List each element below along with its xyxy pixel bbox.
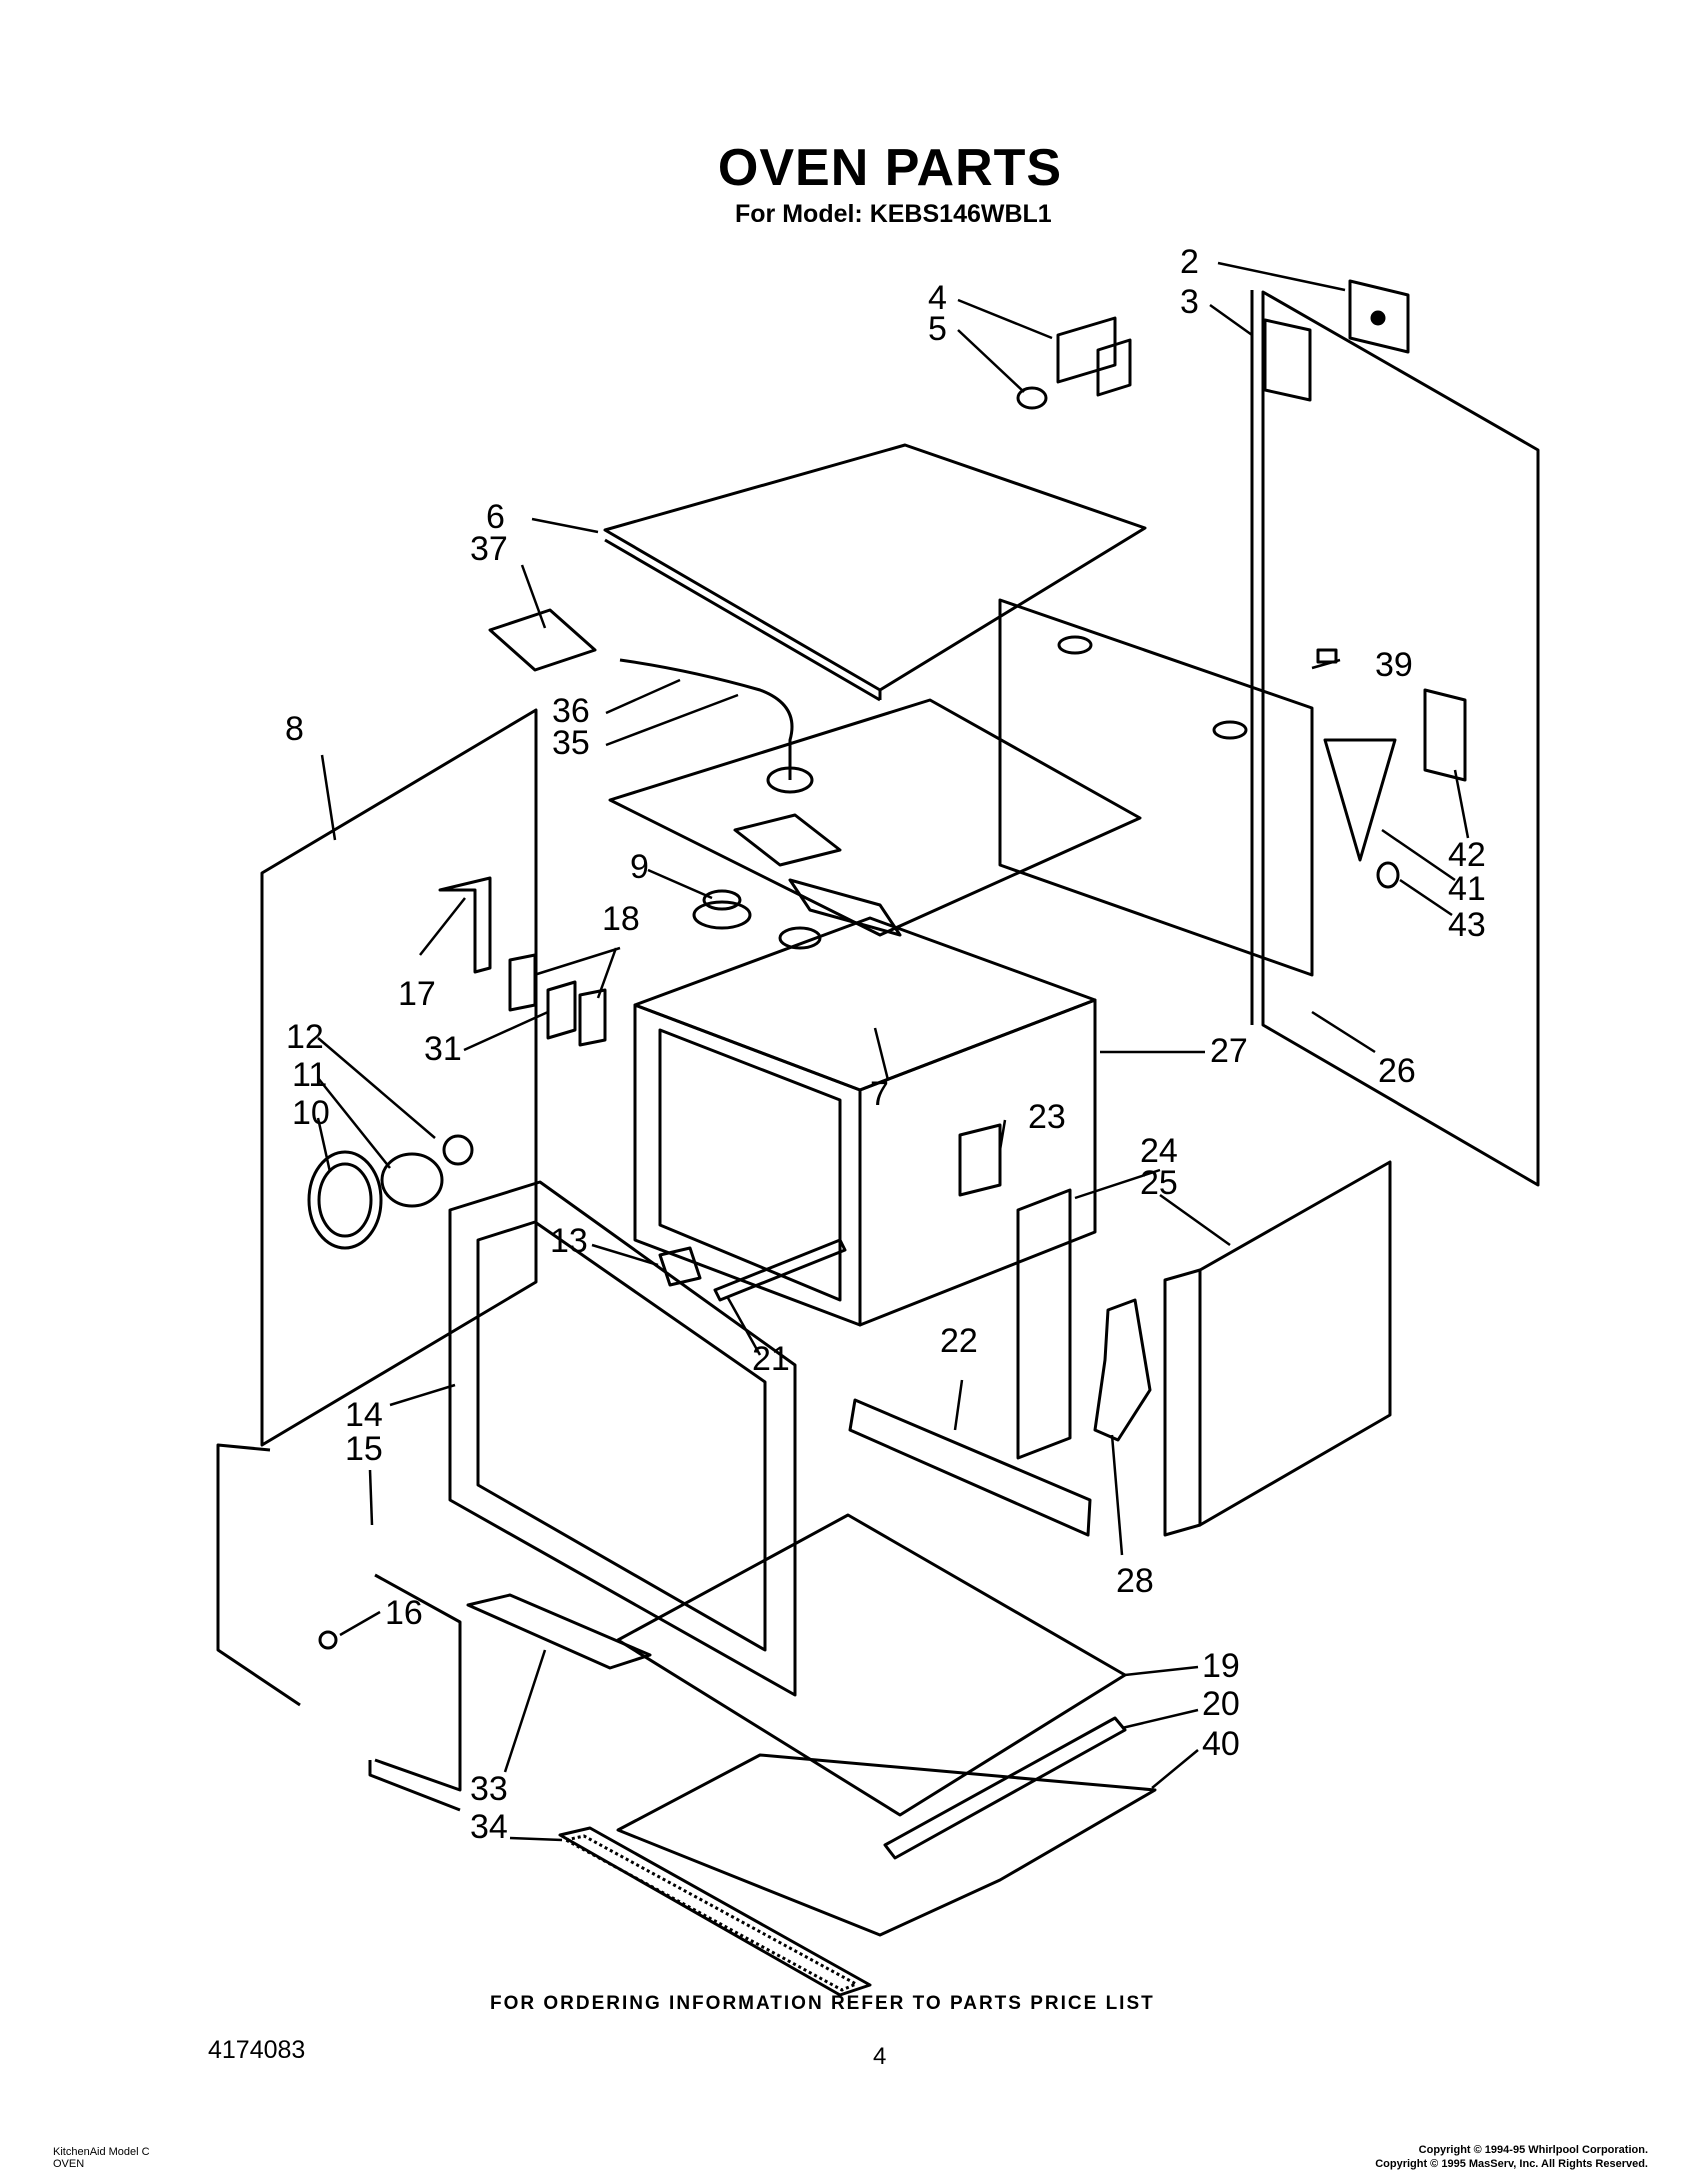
- part-18-bracket: [508, 953, 607, 1047]
- part-17-bracket: [438, 876, 492, 974]
- part-40-floor: [616, 1753, 1157, 1937]
- callout-6: 6: [486, 498, 505, 536]
- part-12-bulb: [442, 1134, 474, 1166]
- part-16-clip: [318, 1630, 338, 1650]
- side-duct-panel: [998, 598, 1314, 977]
- part-28-latch: [1093, 1298, 1152, 1442]
- part-11-lens: [380, 1152, 444, 1208]
- part-27-oven-cavity: [633, 916, 1097, 1327]
- callout-37: 37: [470, 530, 508, 568]
- part-9-sensor: [692, 889, 752, 930]
- callout-19: 19: [1202, 1647, 1240, 1685]
- part-34-vent-strip: [558, 1826, 872, 1997]
- callout-9: 9: [630, 848, 649, 886]
- page-number: 4: [873, 2043, 887, 2070]
- part-20-rail: [883, 1716, 1127, 1860]
- callout-21: 21: [752, 1340, 790, 1378]
- part-8-left-panel: [260, 708, 538, 1447]
- callout-22: 22: [940, 1322, 978, 1360]
- callout-40: 40: [1202, 1725, 1240, 1763]
- part-15-gasket: [216, 1443, 462, 1812]
- callout-23: 23: [1028, 1098, 1066, 1136]
- part-37-wire-bracket: [488, 608, 597, 672]
- part-35-36-tube: [619, 658, 814, 794]
- callout-13: 13: [550, 1222, 588, 1260]
- part-24-bracket: [1016, 1188, 1072, 1460]
- callout-12: 12: [286, 1018, 324, 1056]
- callout-17: 17: [398, 975, 436, 1013]
- callout-31: 31: [424, 1030, 462, 1068]
- callout-41: 41: [1448, 870, 1486, 908]
- part-25-side-shield: [1163, 1160, 1392, 1537]
- brand-line-2: OVEN: [53, 2158, 85, 2170]
- document-number: 4174083: [208, 2036, 306, 2064]
- copyright-line-1: Copyright © 1994-95 Whirlpool Corporatio…: [1418, 2144, 1648, 2156]
- callout-33: 33: [470, 1770, 508, 1808]
- part-22-rail: [848, 1398, 1092, 1537]
- part-26-back-panel: [1250, 290, 1540, 1187]
- callout-28: 28: [1116, 1562, 1154, 1600]
- part-2-bracket: [1348, 279, 1410, 354]
- callout-7: 7: [870, 1075, 889, 1113]
- callout-24: 24: [1140, 1132, 1178, 1170]
- callout-20: 20: [1202, 1685, 1240, 1723]
- callout-16: 16: [385, 1594, 423, 1632]
- part-43-grommet: [1376, 861, 1400, 889]
- brand-info: KitchenAid Model C OVEN: [53, 2146, 150, 2170]
- part-21-element: [713, 1238, 847, 1302]
- callout-39: 39: [1375, 646, 1413, 684]
- leader-lines: [316, 261, 1470, 1842]
- page-title: OVEN PARTS: [717, 139, 1063, 197]
- ordering-note: FOR ORDERING INFORMATION REFER TO PARTS …: [490, 1993, 1155, 2014]
- callout-18: 18: [602, 900, 640, 938]
- callout-25: 25: [1140, 1164, 1178, 1202]
- callout-10: 10: [292, 1094, 330, 1132]
- callout-11: 11: [292, 1056, 328, 1094]
- part-6-top-panel: [603, 443, 1147, 702]
- part-31-switch: [546, 980, 577, 1040]
- part-14-front-frame: [448, 1180, 797, 1697]
- callout-14: 14: [345, 1396, 383, 1434]
- callout-35: 35: [552, 724, 590, 762]
- callout-5: 5: [928, 310, 947, 348]
- callout-15: 15: [345, 1430, 383, 1468]
- part-13-hinge: [658, 1246, 702, 1287]
- vent-duct-plate: [608, 698, 1142, 937]
- part-23-bracket: [958, 1123, 1002, 1197]
- copyright-info: Copyright © 1994-95 Whirlpool Corporatio…: [1375, 2143, 1648, 2171]
- part-41-plate: [1323, 738, 1397, 862]
- copyright-line-2: Copyright © 1995 MasServ, Inc. All Right…: [1375, 2158, 1648, 2170]
- part-19-bottom-panel: [616, 1513, 1127, 1817]
- callout-4: 4: [928, 279, 947, 317]
- callout-36: 36: [552, 692, 590, 730]
- callout-43: 43: [1448, 906, 1486, 944]
- callout-2: 2: [1180, 243, 1199, 281]
- part-42-switch: [1423, 688, 1467, 782]
- callout-3: 3: [1180, 283, 1199, 321]
- callout-8: 8: [285, 710, 304, 748]
- part-33-bar: [466, 1593, 652, 1670]
- brand-line-1: KitchenAid Model C: [53, 2146, 150, 2158]
- model-subtitle: For Model: KEBS146WBL1: [735, 200, 1052, 228]
- part-39-clip: [1316, 648, 1338, 664]
- callout-42: 42: [1448, 836, 1486, 874]
- callout-34: 34: [470, 1808, 508, 1846]
- part-4-bracket: [1056, 316, 1132, 397]
- callout-27: 27: [1210, 1032, 1248, 1070]
- part-5-grommet: [1016, 386, 1048, 410]
- callout-26: 26: [1378, 1052, 1416, 1090]
- part-7-rail: [788, 878, 902, 937]
